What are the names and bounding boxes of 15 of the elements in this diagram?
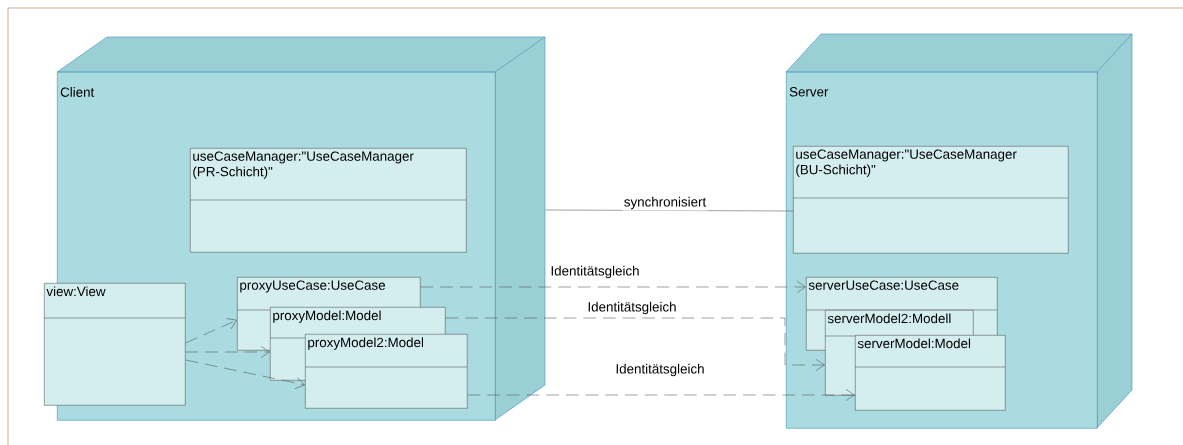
edge-label: Identitätsgleich xyxy=(614,362,706,378)
connector xyxy=(185,346,270,358)
connector xyxy=(185,359,305,389)
object-box: useCaseManager:"UseCaseManager (PR-Schicht)" xyxy=(189,148,467,253)
edge-label: Identitätsgleich xyxy=(586,300,678,316)
object-box: serverModel:Model xyxy=(854,335,1006,411)
connector xyxy=(185,318,237,344)
connector xyxy=(420,281,806,293)
connector xyxy=(467,389,855,401)
connector xyxy=(445,317,825,371)
object-box: view:View xyxy=(43,283,186,406)
object-box: useCaseManager:"UseCaseManager (BU-Schicht)" xyxy=(792,146,1069,254)
object-box: proxyModel2:Model xyxy=(304,334,468,409)
edge-label: Identitätsgleich xyxy=(549,264,641,280)
edge-label: synchronisiert xyxy=(622,195,708,211)
